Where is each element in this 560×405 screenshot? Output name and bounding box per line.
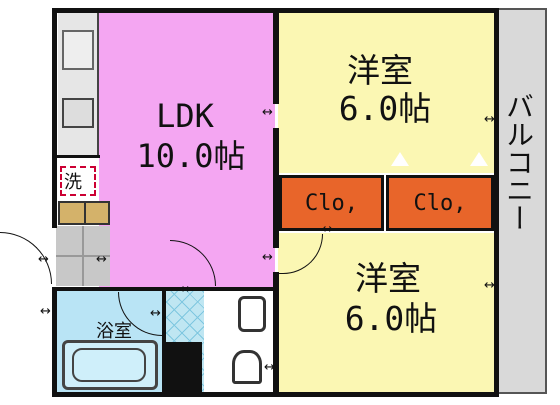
arrow-icon-washroom: ↔ [96,252,107,267]
toilet-icon [232,350,262,384]
arrow-icon-toilet-entry: ↔ [264,360,275,375]
sink-icon [62,98,94,128]
closet-left-label: Clo, [305,190,358,216]
western-room-bottom [278,233,495,394]
arrow-icon-toilet: ↔ [150,306,161,321]
arrow-icon-toilet-right: ↔ [180,282,191,297]
ldk-size: 10.0帖 [136,137,246,175]
closet-right-label: Clo, [413,190,467,216]
western-room-top-name: 洋室 [347,51,413,90]
closet-marker-right [470,152,488,166]
western-room-top [278,12,495,173]
washer-label: 洗 [64,172,82,193]
bathtub-inner [72,348,146,382]
arrow-icon-ldk-mid: ↔ [262,250,273,265]
arrow-icon-bath: ↔ [40,304,51,319]
arrow-icon-ldk-top: ↔ [262,105,273,120]
wall-kitchen-bottom [52,155,100,158]
closet-marker-left [391,152,409,166]
arrow-icon-balcony-top: ↔ [484,112,495,127]
wall-bath-divider [162,290,166,394]
shoe-cabinet-divider [84,203,86,223]
wall-ldk-right-mid [273,128,279,248]
wall-ldk-bottom [52,287,279,291]
closet-left: Clo, [279,175,384,231]
ldk-name: LDK [156,97,214,135]
washbasin [238,296,266,332]
closet-right: Clo, [386,175,494,231]
dark-block [166,342,202,394]
arrow-icon-balcony-bottom: ↔ [484,278,495,293]
wall-left-lower [52,288,57,397]
arrow-icon-entry: ↔ [38,252,49,267]
bath-label: 浴室 [96,321,132,342]
washer-spot [60,166,96,196]
western-room-top-size: 6.0帖 [338,89,432,128]
wall-ldk-right-low [273,272,279,397]
wall-ldk-right [273,8,279,104]
entry-floor [56,226,110,286]
wall-left [52,8,57,228]
western-room-bottom-name: 洋室 [355,259,421,298]
arrow-icon-closet: ↔ [322,222,333,237]
wall-right [494,8,499,397]
western-room-bottom-size: 6.0帖 [344,299,438,338]
balcony-label: バルコニー [502,92,535,232]
stove-icon [62,30,94,70]
